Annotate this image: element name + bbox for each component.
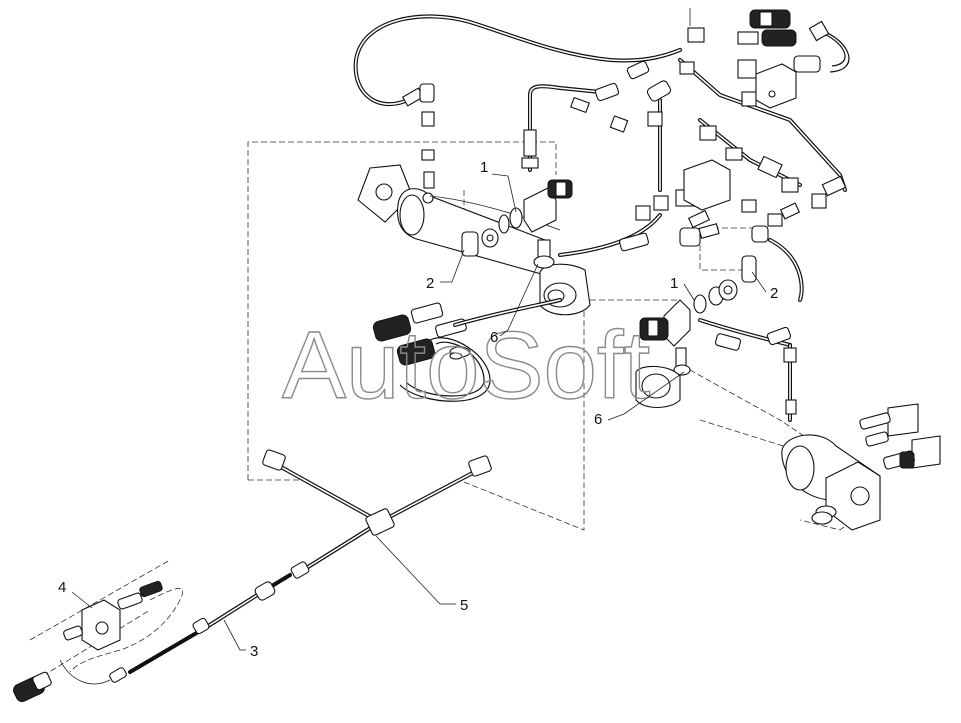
dashed-loop-lower-left (19, 559, 183, 691)
callout-2-left: 2 (426, 275, 434, 292)
fittings-upper (401, 60, 847, 252)
callout-4: 4 (58, 579, 66, 596)
cable-part-3 (59, 573, 292, 685)
brackets-lower-right (859, 403, 941, 470)
quick-couplers-top-right (737, 9, 850, 73)
right-cylinder (635, 326, 881, 531)
left-couplers (372, 298, 562, 402)
callout-5: 5 (460, 597, 468, 614)
hose-harness (262, 449, 492, 579)
callout-1-left: 1 (480, 159, 488, 176)
callouts: 1 2 6 1 2 6 4 5 3 (58, 159, 778, 660)
right-valve-assembly (639, 255, 757, 376)
left-valve-assembly (461, 179, 573, 269)
watermark-text: AutoSoft (282, 312, 650, 419)
callout-3: 3 (250, 643, 258, 660)
control-box (13, 580, 163, 703)
callout-2-right: 2 (770, 285, 778, 302)
callout-6-left: 6 (490, 329, 498, 346)
callout-1-right: 1 (670, 275, 678, 292)
valve-block-top (683, 8, 797, 211)
upper-pipe-network (528, 58, 847, 422)
callout-6-right: 6 (594, 411, 602, 428)
top-hose-loop (353, 14, 682, 107)
